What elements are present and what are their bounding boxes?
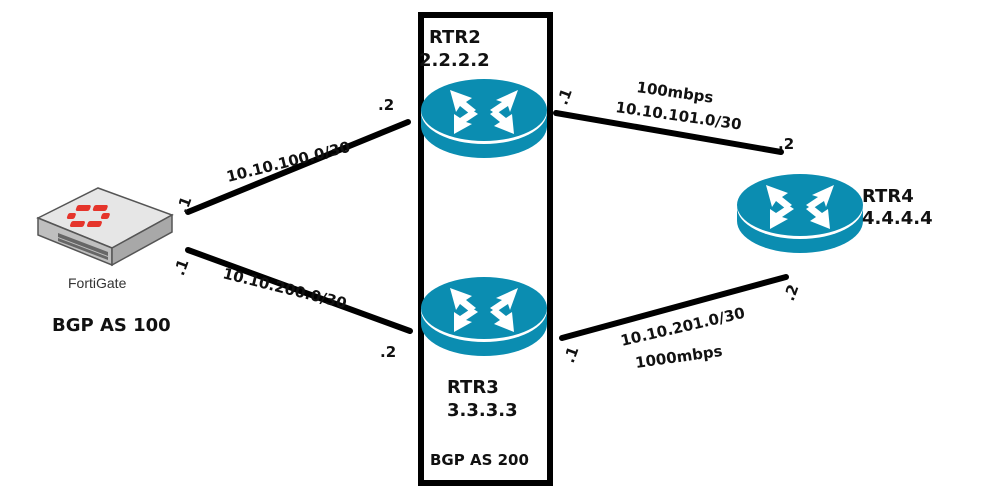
fortigate-label: FortiGate bbox=[68, 275, 127, 291]
rtr4-ip: 4.4.4.4 bbox=[862, 208, 933, 229]
subnet-label: 10.10.201.0/30 bbox=[619, 304, 747, 350]
link-rtr2-rtr4 bbox=[553, 110, 784, 155]
link-fortigate-rtr3 bbox=[185, 247, 413, 334]
interface-label: .2 bbox=[778, 135, 794, 153]
subnet-label: 10.10.200.0/30 bbox=[221, 264, 349, 312]
subnet-label: 10.10.100.0/30 bbox=[225, 138, 353, 186]
bandwidth-label: 1000mbps bbox=[634, 342, 724, 372]
interface-label: .2 bbox=[378, 96, 394, 114]
bgp-as100-label: BGP AS 100 bbox=[52, 315, 171, 336]
link-rtr3-rtr4 bbox=[559, 274, 789, 341]
bgp-as200-label: BGP AS 200 bbox=[430, 451, 529, 469]
fortinet-logo bbox=[66, 205, 110, 227]
interface-label: .1 bbox=[553, 86, 575, 107]
link-fortigate-rtr2 bbox=[185, 119, 411, 215]
router-icon[interactable] bbox=[421, 277, 547, 356]
interface-label: .1 bbox=[560, 344, 582, 365]
fortigate-appliance-icon[interactable] bbox=[36, 187, 174, 267]
rtr3-name: RTR3 bbox=[447, 377, 499, 398]
as200-boundary-box bbox=[418, 12, 553, 486]
router-icon[interactable] bbox=[737, 174, 863, 253]
rtr2-name: RTR2 bbox=[429, 27, 481, 48]
rtr4-name: RTR4 bbox=[862, 186, 914, 207]
interface-label: .2 bbox=[780, 282, 802, 303]
rtr2-ip: 2.2.2.2 bbox=[419, 50, 490, 71]
rtr3-ip: 3.3.3.3 bbox=[447, 400, 518, 421]
router-icon[interactable] bbox=[421, 79, 547, 158]
interface-label: .1 bbox=[173, 194, 195, 215]
interface-label: .1 bbox=[170, 257, 192, 278]
interface-label: .2 bbox=[380, 343, 396, 361]
